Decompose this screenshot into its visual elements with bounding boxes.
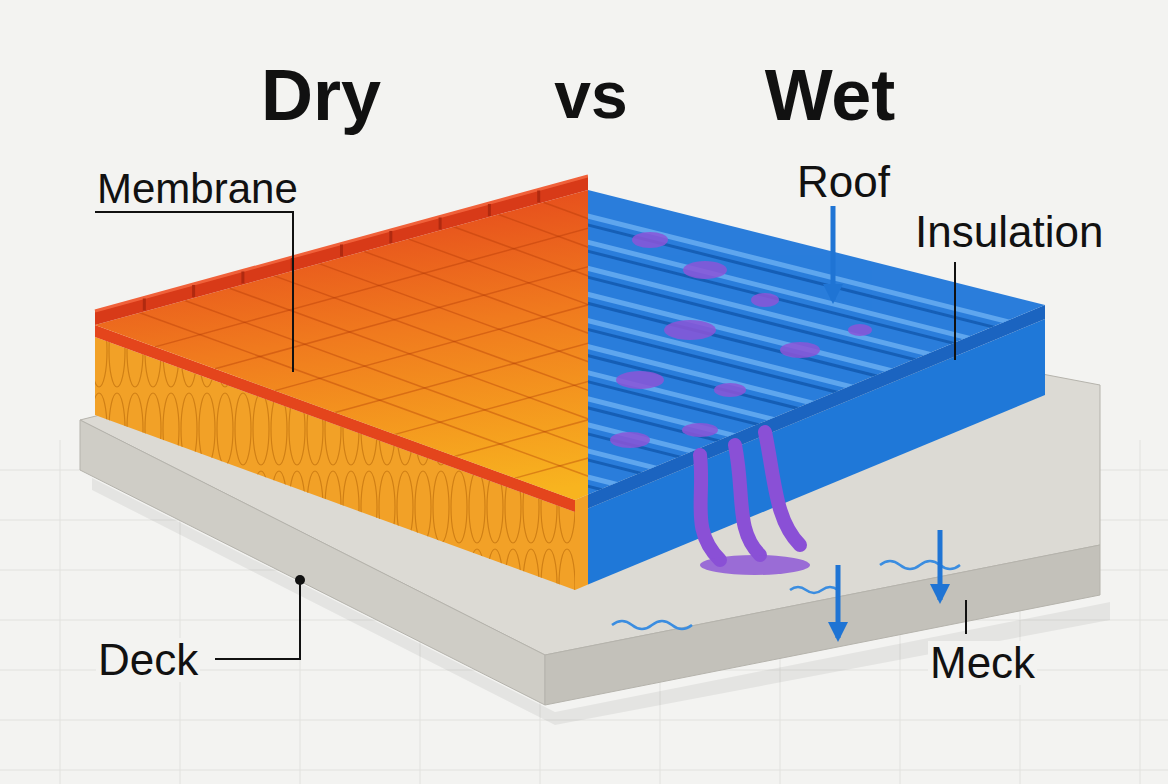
dry-roof-half <box>143 299 146 311</box>
leader-lines <box>954 262 956 360</box>
wet-roof-half <box>848 324 872 336</box>
dry-roof-half <box>340 245 343 257</box>
leaking-water <box>612 561 960 629</box>
floor-grid <box>1140 440 1141 784</box>
dry-roof-half <box>215 234 588 369</box>
dry-roof-half <box>389 231 392 243</box>
dry-roof-half <box>241 272 244 284</box>
dry-roof-half <box>439 218 442 230</box>
wet-roof-half <box>588 371 1037 486</box>
dry-roof-half <box>515 343 588 478</box>
wet-roof-half <box>780 342 820 358</box>
wet-roof-half <box>588 397 1036 512</box>
dry-roof-half <box>543 202 588 377</box>
wet-roof-half <box>683 261 727 279</box>
wet-roof-half <box>751 293 779 307</box>
leader-lines <box>215 584 300 659</box>
dry-roof-half <box>192 285 195 297</box>
dry-roof-half <box>454 227 589 402</box>
dry-roof-half <box>95 176 588 590</box>
wet-roof-half <box>588 277 1042 392</box>
heading-word: Wet <box>763 59 898 131</box>
water-arrows <box>938 530 943 600</box>
wet-roof-half <box>588 216 1044 589</box>
leaking-water <box>700 432 800 560</box>
dry-roof-half <box>488 204 491 216</box>
heading-word: Dry <box>259 59 383 131</box>
wet-roof-half <box>616 371 664 389</box>
dry-roof-half <box>498 215 588 390</box>
part-label: Insulation <box>913 210 1105 254</box>
floor-grid <box>60 440 61 784</box>
leader-lines <box>95 212 293 372</box>
dry-roof-half <box>364 251 588 426</box>
leaking-water <box>700 455 720 560</box>
dry-roof-half <box>95 190 588 500</box>
leaking-water <box>700 555 810 575</box>
dry-roof-half <box>274 276 588 451</box>
water-arrows <box>836 565 841 638</box>
dry-roof-half <box>140 313 588 488</box>
wet-roof-half <box>588 483 1033 598</box>
part-label: Meck <box>928 641 1037 685</box>
floor-grid <box>0 770 1168 771</box>
leaking-water <box>735 445 760 555</box>
dry-roof-half <box>230 288 589 463</box>
wet-roof-half <box>588 448 1034 563</box>
wet-roof-half <box>610 432 650 448</box>
leaking-water <box>765 432 800 545</box>
wet-roof-half <box>588 251 1043 366</box>
wet-roof-half <box>588 432 1035 547</box>
dry-roof-half <box>185 301 588 476</box>
dry-roof-half <box>455 321 588 456</box>
dry-roof-half <box>537 191 540 203</box>
heading-word: vs <box>552 62 629 128</box>
wet-roof-half <box>664 320 716 340</box>
deck-slab <box>545 545 1100 705</box>
leaking-water <box>880 561 960 569</box>
wet-roof-half <box>682 423 718 437</box>
part-label: Deck <box>96 638 200 682</box>
part-label: Membrane <box>95 168 300 210</box>
wet-roof-half <box>632 232 668 248</box>
leader-dot <box>295 575 305 585</box>
water-arrows <box>831 206 836 300</box>
wet-roof-half <box>588 474 1033 589</box>
dry-roof-half <box>395 299 588 434</box>
wet-roof-half <box>588 380 1037 495</box>
wet-roof-half <box>588 457 1034 572</box>
wet-roof-half <box>714 383 746 397</box>
leader-lines <box>965 600 967 634</box>
wet-roof-half <box>588 423 1035 538</box>
leaking-water <box>790 587 838 593</box>
wet-roof-half <box>588 216 1044 598</box>
floor-grid <box>0 720 1168 721</box>
water-arrows <box>833 206 940 638</box>
part-label: Roof <box>795 160 892 204</box>
leaking-water <box>612 432 960 629</box>
wet-roof-half <box>588 406 1036 521</box>
wet-roof-half <box>588 225 1044 598</box>
leaking-water <box>612 621 692 629</box>
